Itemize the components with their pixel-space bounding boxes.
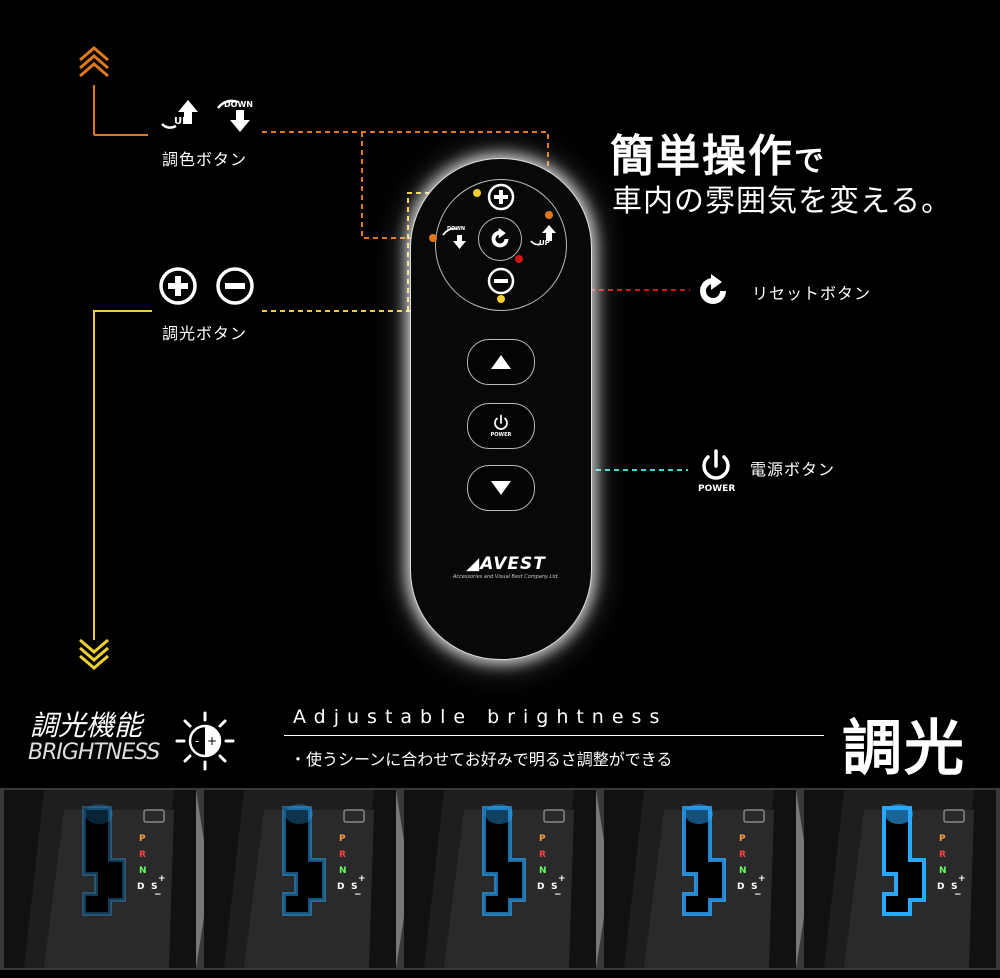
brand-name: ◢AVEST (451, 554, 561, 574)
remote-control: DOWN UP POWER ◢AVEST Accessories and Vis… (410, 158, 592, 660)
brightness-description: ・使うシーンに合わせてお好みで明るさ調整ができる (290, 750, 673, 769)
gear-letter: + (558, 874, 566, 884)
gear-letter: D (137, 882, 145, 892)
color-up-icon: UP (160, 98, 200, 134)
remote-power-text: POWER (490, 432, 512, 438)
control-ring (435, 179, 567, 311)
headline-line2: 車内の雰囲気を変える。 (612, 184, 953, 219)
gear-letter: R (739, 850, 746, 860)
gear-letter: P (539, 834, 546, 844)
heading-divider (284, 735, 824, 736)
minus-circle-icon (216, 267, 254, 305)
chevron-up-icon (79, 46, 109, 78)
power-text: POWER (698, 484, 736, 494)
gear-letter: R (139, 850, 146, 860)
gear-letter: D (737, 882, 745, 892)
up-arrow-icon (491, 355, 511, 369)
remote-up-button[interactable]: UP (529, 223, 561, 251)
remote-arrow-up-button[interactable] (467, 339, 535, 385)
power-button-label: 電源ボタン (750, 460, 836, 479)
headline-main: 簡単操作 (610, 131, 794, 182)
brightness-icon: - + (175, 711, 235, 771)
svg-text:-: - (195, 734, 199, 748)
dimming-big-text: 調光 (842, 714, 966, 784)
brand-mark-icon: ◢ (466, 554, 481, 574)
remote-down-button[interactable]: DOWN (441, 225, 473, 253)
gear-letter: − (554, 890, 562, 900)
color-down-icon: DOWN (216, 98, 258, 134)
gear-letter: − (754, 890, 762, 900)
gear-letter: P (939, 834, 946, 844)
remote-reset-icon (491, 228, 509, 248)
brightness-title-jp: 調光機能 (30, 709, 143, 742)
remote-arrow-down-button[interactable] (467, 465, 535, 511)
dot-yellow-top (473, 189, 481, 197)
down-arrow-icon (491, 481, 511, 495)
gear-letter: S (151, 882, 158, 892)
gear-letter: N (139, 866, 147, 876)
power-icon (702, 449, 730, 480)
dot-red (515, 255, 523, 263)
remote-minus-button[interactable] (487, 267, 515, 295)
dot-yellow-bottom (497, 295, 505, 303)
gear-letter: R (939, 850, 946, 860)
svg-text:+: + (207, 734, 217, 748)
gear-letter: N (939, 866, 947, 876)
gear-letter: + (758, 874, 766, 884)
gear-letter: P (339, 834, 346, 844)
chevron-down-icon (79, 638, 109, 670)
gear-letter: D (537, 882, 545, 892)
gear-letter: S (551, 882, 558, 892)
brightness-title-en: BRIGHTNESS (28, 740, 160, 765)
brand-logo: ◢AVEST Accessories and Visual Best Compa… (451, 554, 561, 580)
gear-letter: + (158, 874, 166, 884)
gear-letter: − (954, 890, 962, 900)
gear-letter: R (339, 850, 346, 860)
gear-letter: + (958, 874, 966, 884)
brand-sub: Accessories and Visual Best Company Ltd. (452, 574, 560, 580)
remote-power-icon (494, 414, 508, 430)
gear-letter: P (739, 834, 746, 844)
gear-letter: R (539, 850, 546, 860)
adjustable-brightness-heading: Adjustable brightness (293, 706, 668, 728)
dot-orange-left (429, 234, 437, 242)
remote-reset-button[interactable] (478, 217, 522, 261)
color-up-text: UP (174, 116, 190, 127)
headline-suffix: で (794, 144, 826, 179)
remote-up-text: UP (539, 239, 550, 247)
headline-line1: 簡単操作で (610, 120, 826, 184)
gear-letter: − (154, 890, 162, 900)
plus-circle-icon (159, 267, 197, 305)
gear-letter: N (539, 866, 547, 876)
gear-letter: D (337, 882, 345, 892)
gear-letter: − (354, 890, 362, 900)
reset-icon (700, 274, 726, 304)
gear-letter: N (339, 866, 347, 876)
color-buttons-label: 調色ボタン (162, 150, 248, 169)
dot-orange-right (545, 211, 553, 219)
remote-plus-button[interactable] (487, 183, 515, 211)
remote-down-text: DOWN (447, 226, 466, 232)
dimmer-buttons-label: 調光ボタン (162, 324, 248, 343)
brand-name-text: AVEST (480, 554, 546, 574)
gear-letter: N (739, 866, 747, 876)
reset-button-label: リセットボタン (752, 284, 872, 303)
gear-letter: S (751, 882, 758, 892)
gear-letter: S (951, 882, 958, 892)
gear-letter: P (139, 834, 146, 844)
gear-letter: D (937, 882, 945, 892)
gear-letter: + (358, 874, 366, 884)
gear-letter: S (351, 882, 358, 892)
remote-power-button[interactable]: POWER (467, 403, 535, 449)
color-down-text: DOWN (224, 100, 253, 109)
